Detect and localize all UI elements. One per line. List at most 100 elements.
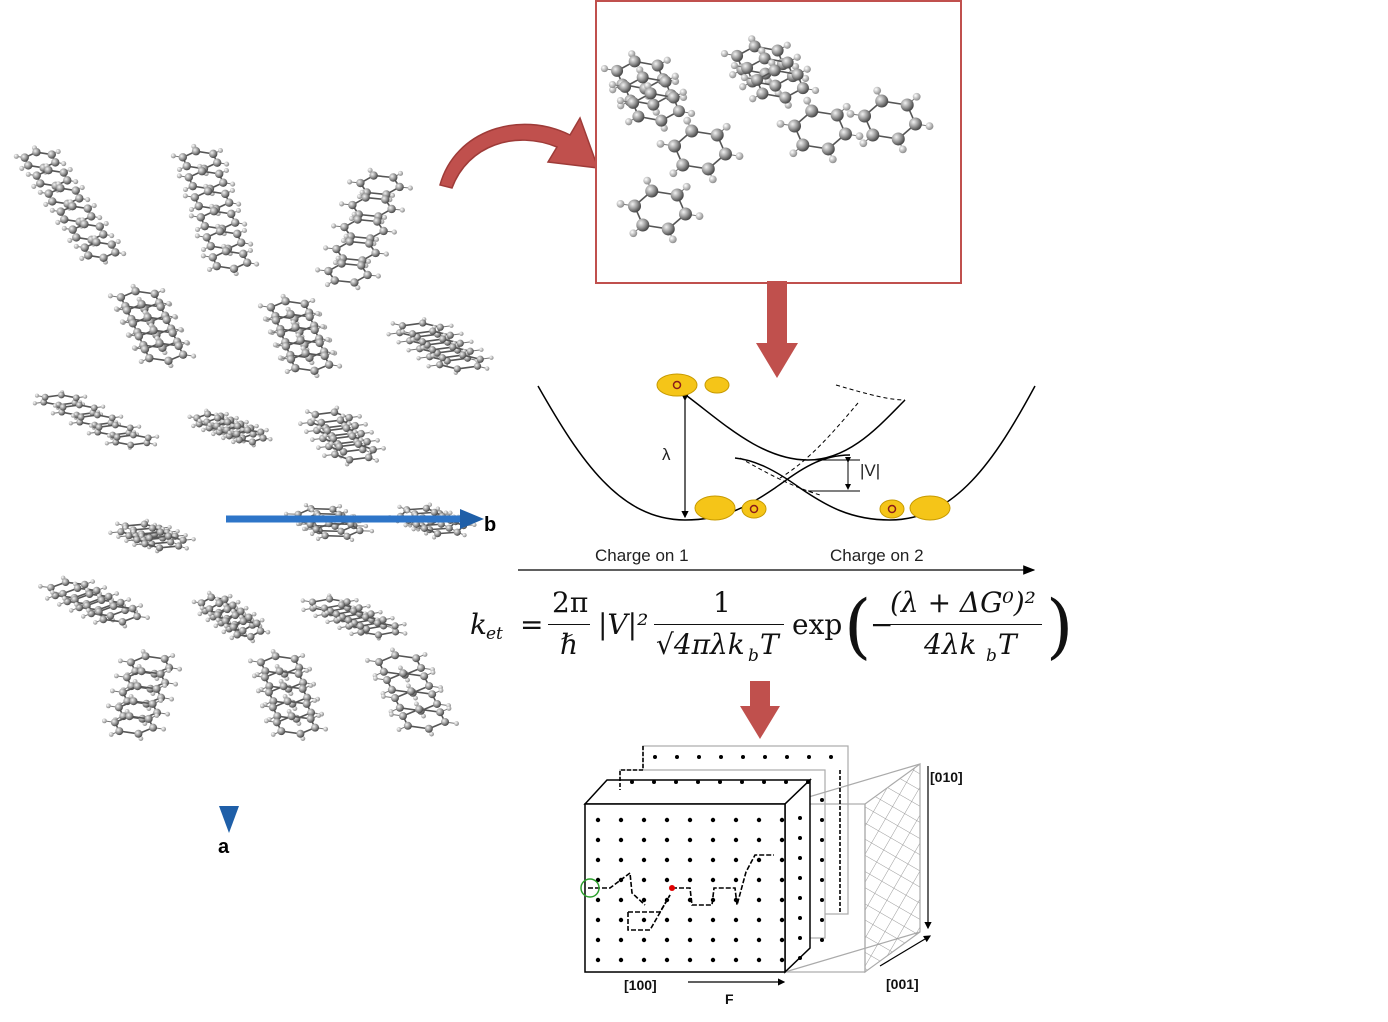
carbon-atom	[348, 432, 357, 440]
carbon-atom	[269, 697, 278, 706]
hydrogen-atom	[735, 152, 744, 161]
carbon-atom	[61, 578, 70, 586]
hydrogen-atom	[172, 313, 178, 320]
molecule-stack	[32, 390, 160, 450]
hydrogen-atom	[217, 147, 223, 154]
hydrogen-atom	[55, 219, 61, 225]
carbon-atom	[73, 584, 82, 592]
lattice-site	[595, 957, 601, 963]
carbon-atom	[619, 80, 632, 93]
carbon-atom	[330, 276, 339, 285]
hydrogen-atom	[301, 607, 306, 612]
lattice-site	[618, 937, 624, 943]
hydrogen-atom	[315, 310, 321, 317]
hydrogen-atom	[154, 713, 160, 718]
charge-lobe-right-large	[909, 495, 951, 521]
carbon-atom	[134, 332, 144, 341]
formula-den3: 4λk	[924, 628, 977, 661]
carbon-atom	[369, 445, 377, 454]
hydrogen-atom	[382, 214, 388, 220]
carbon-atom	[636, 218, 650, 232]
dir-010-label: [010]	[930, 769, 963, 785]
molecule-stack	[298, 405, 386, 467]
hydrogen-atom	[207, 611, 213, 617]
molecule-stack	[656, 116, 744, 184]
hydrogen-atom	[138, 603, 144, 608]
hydrogen-atom	[313, 613, 318, 618]
hydrogen-atom	[398, 170, 404, 176]
hydrogen-atom	[254, 423, 259, 429]
carbon-atom	[178, 350, 188, 359]
hydrogen-atom	[254, 261, 260, 267]
carbon-atom	[363, 437, 371, 446]
carbon-atom	[104, 592, 113, 601]
hydrogen-atom	[489, 355, 494, 360]
crossing-dashed-lines	[739, 402, 859, 496]
carbon-atom	[796, 138, 810, 152]
hydrogen-atom	[207, 266, 213, 273]
hydrogen-atom	[398, 665, 403, 671]
red-arrow-down-2	[740, 681, 780, 739]
carbon-atom	[371, 248, 380, 258]
carbon-atom	[632, 110, 645, 123]
lattice-site	[820, 858, 824, 862]
hydrogen-atom	[671, 77, 680, 86]
carbon-atom	[95, 222, 104, 231]
carbon-atom	[24, 161, 33, 170]
carbon-atom	[162, 315, 171, 325]
carbon-atom	[41, 393, 49, 401]
kmc-lattice: [010] [001] [100] F	[580, 745, 963, 1007]
carbon-atom	[390, 694, 399, 703]
hydrogen-atom	[32, 401, 37, 406]
hydrogen-atom	[175, 529, 180, 534]
carbon-atom	[109, 602, 118, 610]
carbon-atom	[133, 612, 141, 621]
hydrogen-atom	[669, 169, 678, 178]
carbon-atom	[651, 59, 664, 72]
hydrogen-atom	[213, 623, 219, 629]
carbon-atom	[215, 169, 224, 179]
hydrogen-atom	[479, 347, 484, 352]
hydrogen-atom	[194, 233, 200, 239]
lattice-site	[664, 857, 670, 863]
hydrogen-atom	[270, 732, 276, 737]
hydrogen-atom	[259, 703, 265, 709]
lattice-site	[784, 780, 788, 784]
hydrogen-atom	[679, 93, 688, 102]
carbon-atom	[330, 408, 339, 416]
carbon-atom	[751, 73, 764, 86]
hydrogen-atom	[221, 629, 227, 635]
molecule-stack	[386, 317, 494, 375]
dir-100-label: [100]	[624, 977, 657, 993]
carbon-atom	[218, 178, 228, 187]
carbon-atom	[337, 259, 346, 268]
hydrogen-atom	[123, 525, 128, 530]
carbon-atom	[838, 127, 852, 141]
carbon-atom	[150, 289, 159, 299]
carbon-atom	[260, 673, 269, 682]
lattice-site	[595, 817, 601, 823]
lattice-site	[618, 857, 624, 863]
hydrogen-atom	[369, 430, 374, 435]
hydrogen-atom	[349, 631, 354, 636]
carbon-atom	[234, 422, 242, 430]
hydrogen-atom	[842, 102, 851, 111]
formula-num2: 1	[713, 586, 731, 619]
molecule-stack	[257, 293, 343, 379]
carbon-atom	[343, 532, 351, 540]
carbon-atom	[430, 508, 438, 516]
carbon-atom	[71, 595, 79, 604]
carbon-atom	[97, 596, 106, 604]
lattice-site	[779, 957, 785, 963]
carbon-atom	[336, 416, 345, 424]
hydrogen-atom	[106, 433, 112, 438]
lattice-site	[687, 957, 693, 963]
carbon-atom	[224, 198, 234, 207]
carbon-atom	[433, 699, 442, 708]
carbon-atom	[48, 197, 57, 206]
lattice-site	[756, 877, 762, 883]
lattice-site	[641, 917, 647, 923]
hydrogen-atom	[304, 409, 310, 414]
carbon-atom	[238, 626, 247, 635]
hydrogen-atom	[247, 247, 253, 254]
